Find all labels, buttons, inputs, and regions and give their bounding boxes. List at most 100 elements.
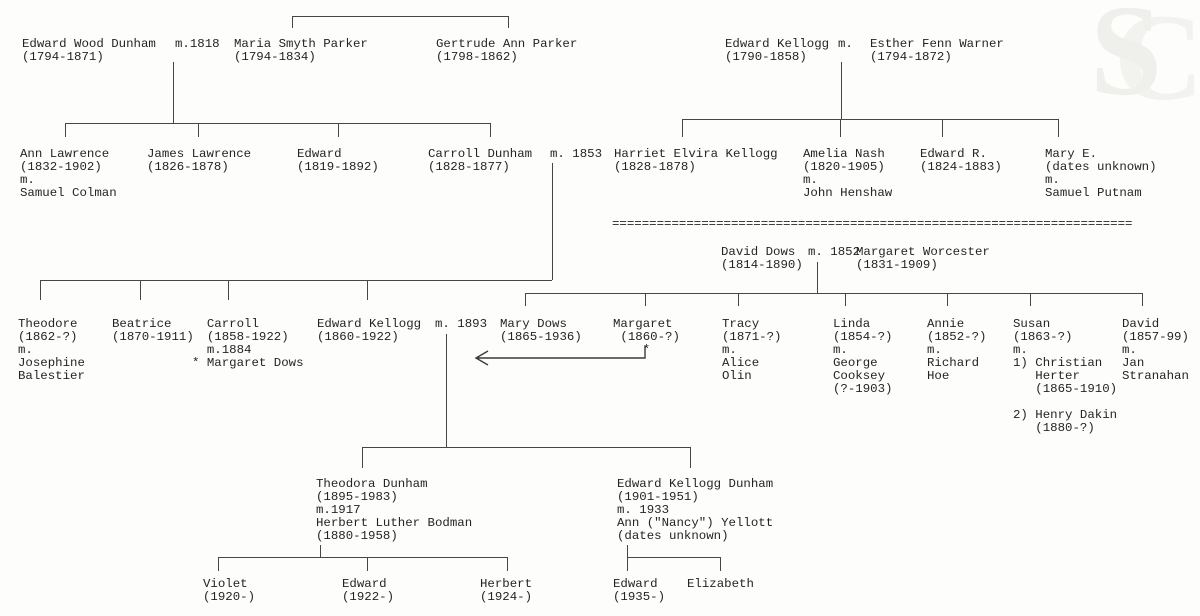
tree-line — [446, 334, 447, 447]
text-line: m. — [722, 343, 737, 357]
text-line: Linda — [833, 317, 871, 331]
text-line: David Dows — [721, 245, 796, 259]
text-line: (1865-1936) — [500, 330, 582, 344]
tree-line — [525, 293, 1142, 294]
text-line: (1798-1862) — [436, 50, 518, 64]
marriage-label-dunham-kellogg: m. 1853 — [550, 147, 603, 161]
person-elizabeth: Elizabeth — [687, 578, 754, 591]
person-edward-kellogg-sr: Edward Kellogg(1790-1858) — [725, 38, 829, 64]
text-line: George — [833, 356, 878, 370]
text-line: Mary E. — [1045, 147, 1098, 161]
text-line: (1865-1910) — [1013, 382, 1118, 396]
text-line: Violet — [203, 577, 248, 591]
person-carroll-dunham: Carroll Dunham(1828-1877) — [428, 148, 532, 174]
text-line: Edward — [297, 147, 342, 161]
text-line: (1860-1922) — [317, 330, 399, 344]
text-line: James Lawrence — [147, 147, 252, 161]
tree-line — [65, 123, 66, 137]
tree-line — [947, 293, 948, 306]
tree-line — [627, 545, 628, 557]
text-line: (1819-1892) — [297, 160, 379, 174]
tree-line — [720, 557, 721, 571]
text-line: Olin — [722, 369, 752, 383]
person-gertrude-ann-parker: Gertrude Ann Parker(1798-1862) — [436, 38, 577, 64]
text-line: (1831-1909) — [856, 258, 938, 272]
tree-line — [627, 557, 720, 558]
tree-line — [682, 119, 683, 137]
text-line: Susan — [1013, 317, 1051, 331]
tree-line — [552, 163, 553, 280]
text-line: m. — [803, 173, 818, 187]
tree-line — [362, 447, 690, 448]
tree-line — [690, 447, 691, 468]
text-line: Ann ("Nancy") Yellott — [617, 516, 774, 530]
marriage-label-dunham-parker: m.1818 — [175, 37, 220, 51]
text-line: (1895-1983) — [316, 490, 398, 504]
text-line: Jan — [1122, 356, 1145, 370]
text-line: (1857-99) — [1122, 330, 1189, 344]
tree-line — [490, 123, 491, 137]
logo-letter-s: S — [1090, 0, 1163, 123]
person-violet: Violet(1920-) — [203, 578, 255, 604]
text-line: Tracy — [722, 317, 760, 331]
text-line: Esther Fenn Warner — [870, 37, 1004, 51]
tree-line — [508, 16, 509, 28]
text-line: Edward — [613, 577, 658, 591]
generation-separator: ========================================… — [612, 217, 1133, 231]
tree-line — [627, 557, 628, 571]
text-line: (1862-?) — [18, 330, 78, 344]
person-david-dows: David Dows(1814-1890) — [721, 246, 803, 272]
text-line: Herter — [1013, 369, 1080, 383]
text-line: m. — [833, 343, 848, 357]
text-line: (1824-1883) — [920, 160, 1002, 174]
person-harriet-elvira-kellogg: Harriet Elvira Kellogg(1828-1878) — [614, 148, 778, 174]
text-line: (1871-?) — [722, 330, 782, 344]
tree-line — [840, 119, 841, 137]
marriage-label-dows-worcester: m. 1852 — [808, 245, 861, 259]
tree-line — [942, 119, 943, 137]
person-susan: Susan(1863-?)m.1) Christian Herter (1865… — [1013, 318, 1117, 435]
tree-line — [845, 293, 846, 306]
text-line: Theodore — [18, 317, 78, 331]
person-maria-smyth-parker: Maria Smyth Parker(1794-1834) — [234, 38, 368, 64]
text-line: Balestier — [18, 369, 85, 383]
text-line: Harriet Elvira Kellogg — [614, 147, 778, 161]
text-line: Mary Dows — [500, 317, 567, 331]
tree-line — [292, 16, 508, 17]
text-line: (dates unknown) — [1045, 160, 1157, 174]
text-line: m. 1933 — [617, 503, 670, 517]
tree-line — [65, 123, 490, 124]
tree-line — [367, 557, 368, 571]
text-line: m. — [18, 343, 33, 357]
tree-line — [738, 293, 739, 306]
tree-line — [320, 545, 321, 557]
person-herbert-1924: Herbert(1924-) — [480, 578, 532, 604]
text-line: m. — [1013, 343, 1028, 357]
text-line: (1880-?) — [1013, 421, 1095, 435]
person-edward-wood-dunham: Edward Wood Dunham(1794-1871) — [22, 38, 156, 64]
person-edward-1935: Edward(1935-) — [613, 578, 665, 604]
text-line: (1826-1878) — [147, 160, 229, 174]
text-line: (1832-1902) — [20, 160, 102, 174]
text-line: (1863-?) — [1013, 330, 1073, 344]
text-line: Annie — [927, 317, 965, 331]
tree-line — [367, 280, 368, 300]
tree-line — [228, 280, 229, 300]
marriage-label-dunham-dows: m. 1893 — [435, 317, 488, 331]
text-line: (1828-1877) — [428, 160, 510, 174]
text-line: Josephine — [18, 356, 85, 370]
text-line: (1901-1951) — [617, 490, 699, 504]
text-line: (1860-?) — [613, 330, 680, 344]
person-james-lawrence: James Lawrence(1826-1878) — [147, 148, 251, 174]
text-line: (1924-) — [480, 590, 533, 604]
tree-line — [198, 123, 199, 137]
marriage-label-kellogg-warner: m. — [838, 37, 853, 51]
person-carroll-1858: Carroll (1858-1922) m.1884* Margaret Dow… — [192, 318, 304, 370]
tree-line — [1030, 293, 1031, 306]
tree-line — [173, 62, 174, 123]
